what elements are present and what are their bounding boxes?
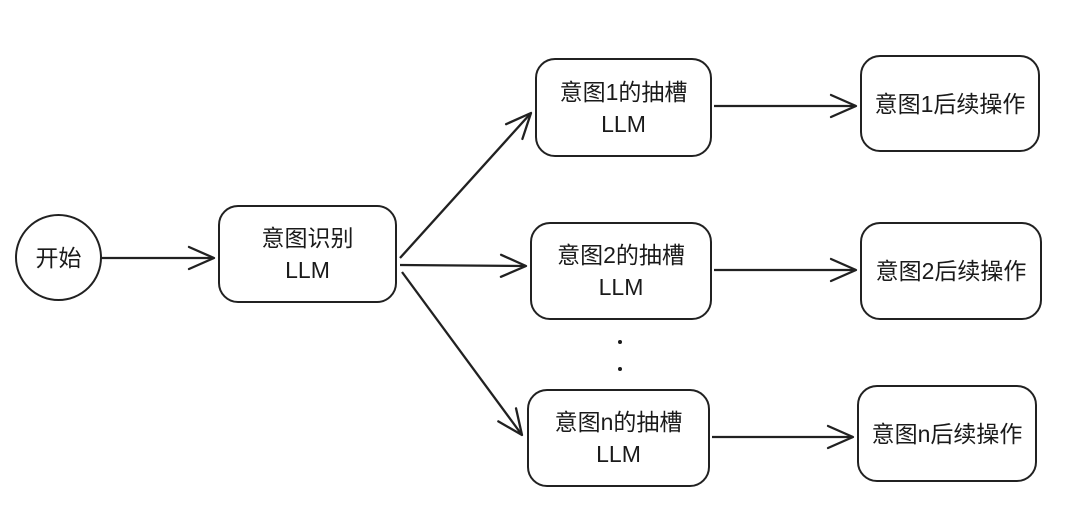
node-label-line2: LLM — [598, 274, 644, 300]
vertical-ellipsis — [618, 340, 622, 371]
node-start-label: 开始 — [35, 244, 82, 271]
ellipsis-dot — [618, 340, 622, 344]
node-start: 开始 — [15, 214, 102, 301]
node-label: 意图n后续操作 — [871, 420, 1023, 447]
node-label-line1: 意图识别 — [261, 225, 354, 251]
node-label-line2: LLM — [285, 257, 330, 283]
node-action-intent-n: 意图n后续操作 — [857, 385, 1037, 482]
node-slot-intent-1-llm: 意图1的抽槽 LLM — [535, 58, 712, 157]
edge-intent-recognition-to-slotn — [401, 271, 524, 437]
node-intent-recognition-llm: 意图识别 LLM — [218, 205, 397, 303]
node-label-line1: 意图2的抽槽 — [557, 242, 685, 268]
node-label-line1: 意图n的抽槽 — [554, 409, 683, 435]
node-label-line1: 意图1的抽槽 — [559, 78, 688, 105]
node-label: 意图1后续操作 — [874, 90, 1026, 117]
node-label-line2: LLM — [596, 441, 641, 467]
edge-intent-recognition-to-slot2 — [399, 253, 528, 278]
node-action-intent-2: 意图2后续操作 — [860, 222, 1042, 320]
ellipsis-dot — [618, 367, 622, 371]
node-slot-intent-n-llm: 意图n的抽槽 LLM — [527, 389, 710, 487]
node-slot-intent-2-llm: 意图2的抽槽 LLM — [530, 222, 712, 320]
node-action-intent-1: 意图1后续操作 — [860, 55, 1040, 152]
node-label: 意图2后续操作 — [875, 258, 1027, 284]
node-label-line2: LLM — [601, 110, 646, 137]
edge-intent-recognition-to-slot1 — [399, 111, 533, 259]
